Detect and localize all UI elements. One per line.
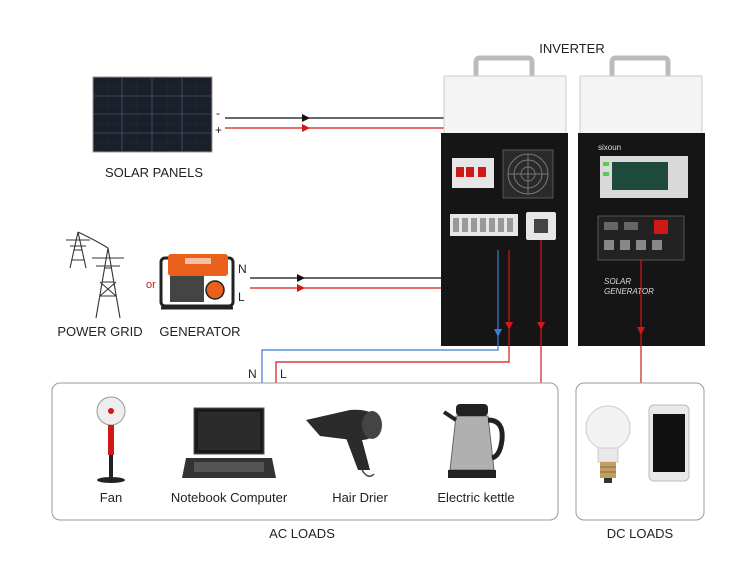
laptop-icon xyxy=(182,407,276,478)
ac-output-wires xyxy=(261,240,545,383)
notebook-computer-label: Notebook Computer xyxy=(171,490,288,505)
power-grid-label: POWER GRID xyxy=(57,324,142,339)
electric-kettle-icon xyxy=(442,404,505,478)
ac-loads-box xyxy=(51,382,559,521)
loads-n-label: N xyxy=(248,367,257,381)
electric-kettle-label: Electric kettle xyxy=(437,490,514,505)
dc-loads-label: DC LOADS xyxy=(607,526,674,541)
smartphone-icon xyxy=(648,404,690,482)
inverter-unit xyxy=(441,55,568,346)
dc-loads-box xyxy=(575,382,705,521)
solar-neg-label: - xyxy=(216,106,220,120)
inverter-title: INVERTER xyxy=(539,41,605,56)
grid-n-label: N xyxy=(238,262,247,276)
generator-icon xyxy=(159,254,235,310)
solar-panel-array xyxy=(92,76,213,153)
solar-generator-brand: sixoun xyxy=(598,143,621,152)
fan-icon xyxy=(96,396,126,483)
or-label: or xyxy=(146,279,156,291)
ac-loads-label: AC LOADS xyxy=(269,526,335,541)
power-grid-icon xyxy=(66,231,124,319)
hair-drier-icon xyxy=(306,409,382,477)
solar-wires xyxy=(225,114,462,281)
grid-l-label: L xyxy=(238,290,245,304)
solar-pos-label: + xyxy=(215,123,222,137)
solar-generator-line1: SOLAR xyxy=(604,277,631,286)
hair-drier-label: Hair Drier xyxy=(332,490,388,505)
bulb-icon xyxy=(585,405,631,483)
generator-label: GENERATOR xyxy=(159,324,240,339)
dc-output-wire xyxy=(637,260,645,383)
loads-l-label: L xyxy=(280,367,287,381)
solar-generator-line2: GENERATOR xyxy=(604,287,654,296)
fan-label: Fan xyxy=(100,490,122,505)
solar-panels-label: SOLAR PANELS xyxy=(105,165,203,180)
